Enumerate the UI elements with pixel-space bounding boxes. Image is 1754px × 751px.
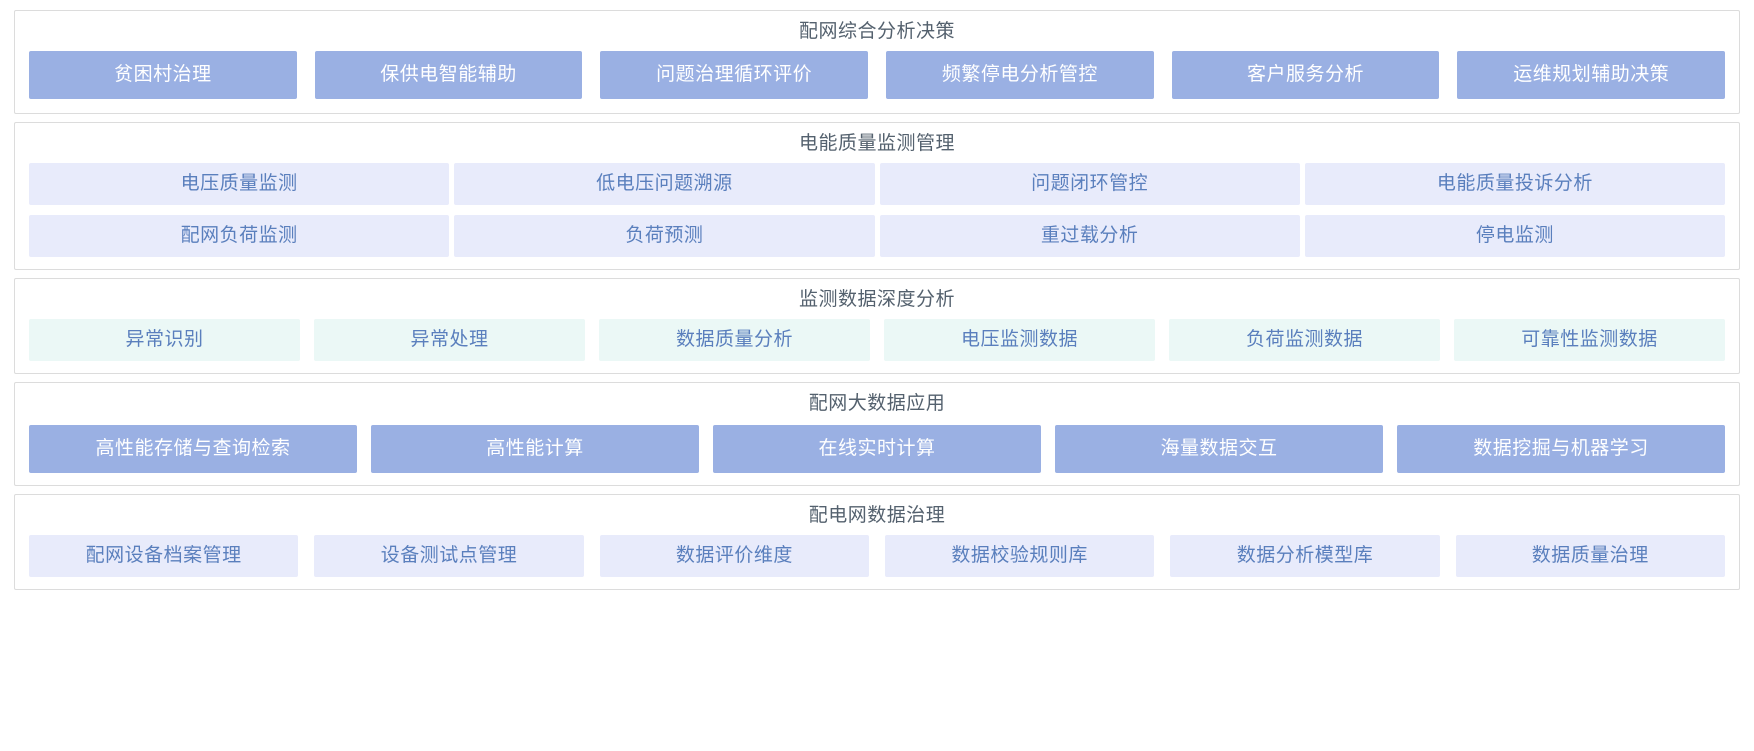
panel-1: 配网综合分析决策贫困村治理保供电智能辅助问题治理循环评价频繁停电分析管控客户服务… xyxy=(14,10,1740,114)
chip-row: 贫困村治理保供电智能辅助问题治理循环评价频繁停电分析管控客户服务分析运维规划辅助… xyxy=(29,51,1726,99)
chip-row: 异常识别异常处理数据质量分析电压监测数据负荷监测数据可靠性监测数据 xyxy=(29,319,1725,361)
module-chip[interactable]: 客户服务分析 xyxy=(1171,51,1440,99)
module-chip[interactable]: 重过载分析 xyxy=(879,215,1300,257)
panel-title: 配电网数据治理 xyxy=(808,505,946,526)
panel-4: 配网大数据应用高性能存储与查询检索高性能计算在线实时计算海量数据交互数据挖掘与机… xyxy=(14,382,1740,486)
module-chip[interactable]: 贫困村治理 xyxy=(29,51,297,99)
module-chip[interactable]: 停电监测 xyxy=(1304,215,1725,257)
module-chip[interactable]: 高性能计算 xyxy=(371,425,699,473)
module-chip[interactable]: 问题治理循环评价 xyxy=(600,51,869,99)
module-chip[interactable]: 数据质量治理 xyxy=(1455,535,1725,577)
panel-title: 电能质量监测管理 xyxy=(798,133,955,154)
module-chip[interactable]: 数据挖掘与机器学习 xyxy=(1397,425,1725,473)
module-chip[interactable]: 可靠性监测数据 xyxy=(1454,319,1725,361)
module-chip[interactable]: 电压监测数据 xyxy=(884,319,1155,361)
module-chip[interactable]: 设备测试点管理 xyxy=(314,535,584,577)
module-chip[interactable]: 负荷监测数据 xyxy=(1169,319,1440,361)
panel-title: 配网大数据应用 xyxy=(808,393,946,414)
module-chip[interactable]: 在线实时计算 xyxy=(713,425,1041,473)
module-chip[interactable]: 运维规划辅助决策 xyxy=(1457,51,1726,99)
module-chip[interactable]: 电压质量监测 xyxy=(29,163,450,205)
module-chip[interactable]: 数据质量分析 xyxy=(599,319,870,361)
module-chip[interactable]: 频繁停电分析管控 xyxy=(886,51,1154,99)
module-chip[interactable]: 高性能存储与查询检索 xyxy=(29,425,357,473)
module-chip[interactable]: 异常识别 xyxy=(29,319,300,361)
panel-5: 配电网数据治理配网设备档案管理设备测试点管理数据评价维度数据校验规则库数据分析模… xyxy=(14,494,1740,590)
chip-row: 高性能存储与查询检索高性能计算在线实时计算海量数据交互数据挖掘与机器学习 xyxy=(29,425,1725,473)
module-chip[interactable]: 数据分析模型库 xyxy=(1170,535,1440,577)
module-chip[interactable]: 低电压问题溯源 xyxy=(454,163,875,205)
panel-3: 监测数据深度分析异常识别异常处理数据质量分析电压监测数据负荷监测数据可靠性监测数… xyxy=(14,278,1740,374)
chip-row: 电压质量监测低电压问题溯源问题闭环管控电能质量投诉分析 xyxy=(29,163,1725,205)
module-chip[interactable]: 数据校验规则库 xyxy=(884,535,1155,577)
module-chip[interactable]: 电能质量投诉分析 xyxy=(1304,163,1725,205)
panel-title: 监测数据深度分析 xyxy=(798,289,955,310)
module-chip[interactable]: 配网设备档案管理 xyxy=(29,535,299,577)
panel-2: 电能质量监测管理电压质量监测低电压问题溯源问题闭环管控电能质量投诉分析配网负荷监… xyxy=(14,122,1740,270)
module-chip[interactable]: 问题闭环管控 xyxy=(879,163,1300,205)
panel-title: 配网综合分析决策 xyxy=(798,21,955,42)
chip-row: 配网设备档案管理设备测试点管理数据评价维度数据校验规则库数据分析模型库数据质量治… xyxy=(29,535,1725,577)
module-chip[interactable]: 异常处理 xyxy=(314,319,585,361)
module-chip[interactable]: 保供电智能辅助 xyxy=(314,51,583,99)
module-chip[interactable]: 配网负荷监测 xyxy=(29,215,450,257)
module-chip[interactable]: 海量数据交互 xyxy=(1055,425,1383,473)
module-chip[interactable]: 负荷预测 xyxy=(454,215,875,257)
chip-row: 配网负荷监测负荷预测重过载分析停电监测 xyxy=(29,215,1725,257)
module-chip[interactable]: 数据评价维度 xyxy=(599,535,869,577)
